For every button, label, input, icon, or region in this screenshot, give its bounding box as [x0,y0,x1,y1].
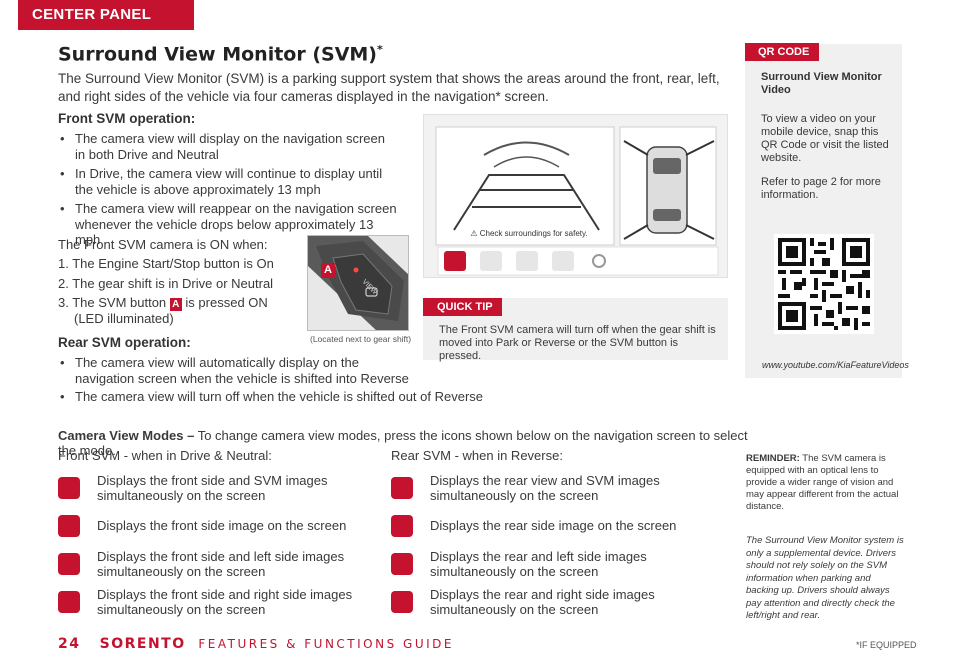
quick-tip-text: The Front SVM camera will turn off when … [439,324,716,362]
step3-led: (LED illuminated) [74,311,174,326]
screen-warning-text: Check surroundings for safety. [479,229,588,238]
list-item: In Drive, the camera view will continue … [58,166,398,197]
front-operation-list: The camera view will display on the navi… [58,131,398,248]
disclaimer: The Surround View Monitor system is only… [746,535,904,621]
quick-tip-label: QUICK TIP [423,298,502,316]
mode-row: Displays the rear and left side images s… [391,545,691,583]
qr-url-link[interactable]: www.youtube.com/KiaFeatureVideos [762,360,909,370]
camera-modes-lead: Camera View Modes – [58,428,195,443]
qr-code-image[interactable] [774,234,874,334]
mode-row: Displays the rear and right side images … [391,583,691,621]
front-on-when: The Front SVM camera is ON when: [58,237,268,252]
camera-modes-intro: Camera View Modes – To change camera vie… [58,428,758,458]
mode-row: Displays the rear view and SVM images si… [391,469,691,507]
rear-operation-list-2: The camera view will turn off when the v… [58,389,558,409]
rear-svm-icon[interactable] [391,477,413,499]
svm-button-illustration: VIEW [308,236,408,330]
list-item: The camera view will reappear on the nav… [58,201,398,248]
front-svm-icon[interactable] [58,477,80,499]
svm-button-image: VIEW [307,235,409,331]
mode-description: Displays the rear side image on the scre… [430,518,677,534]
list-item: The camera view will display on the navi… [58,131,398,162]
title-asterisk: * [377,43,383,56]
step3-text: 3. The SVM button [58,295,167,310]
mode-row: Displays the front side and SVM images s… [58,469,358,507]
if-equipped-note: *IF EQUIPPED [856,640,917,650]
mode-row: Displays the rear side image on the scre… [391,507,691,545]
page-title: Surround View Monitor (SVM)* [58,43,383,65]
list-item: The camera view will automatically displ… [58,355,418,386]
rear-modes-column: Rear SVM - when in Reverse: Displays the… [391,448,691,621]
rear-modes-heading: Rear SVM - when in Reverse: [391,448,563,463]
section-tab: CENTER PANEL [18,0,194,30]
mode-row: Displays the front side image on the scr… [58,507,358,545]
footer-brand: SORENTO [99,636,186,652]
mode-description: Displays the front side and left side im… [97,548,345,580]
qr-label: QR CODE [745,43,819,61]
mode-description: Displays the front side and SVM images s… [97,472,328,504]
front-side-icon[interactable] [58,515,80,537]
step3-suffix: is pressed ON [185,295,268,310]
rear-side-icon[interactable] [391,515,413,537]
camera-modes-text: To change camera view modes, press the i… [58,428,748,458]
qr-title: Surround View Monitor Video [761,71,882,96]
front-modes-heading: Front SVM - when in Drive & Neutral: [58,448,272,463]
front-right-icon[interactable] [58,591,80,613]
mode-description: Displays the rear and right side images … [430,586,655,618]
mode-description: Displays the front side and right side i… [97,586,353,618]
rear-right-icon[interactable] [391,591,413,613]
footer: 24 SORENTO FEATURES & FUNCTIONS GUIDE [58,636,454,652]
rear-operation-heading: Rear SVM operation: [58,335,191,350]
list-item: 3. The SVM button A is pressed ON (LED il… [58,295,308,327]
svm-screen-illustration [435,126,719,276]
svm-screen: ⚠ Check surroundings for safety. [423,114,728,278]
qr-code-graphic [778,238,870,330]
rear-left-icon[interactable] [391,553,413,575]
list-item: 2. The gear shift is in Drive or Neutral [58,275,274,291]
mode-row: Displays the front side and left side im… [58,545,358,583]
reminder-text: The SVM camera is equipped with an optic… [746,453,899,512]
reminder-note: REMINDER: The SVM camera is equipped wit… [746,453,904,513]
front-operation-heading: Front SVM operation: [58,111,196,126]
screen-warning: ⚠ Check surroundings for safety. [470,229,588,238]
mode-description: Displays the rear and left side images s… [430,548,647,580]
list-item: 1. The Engine Start/Stop button is On [58,256,274,271]
front-modes-column: Front SVM - when in Drive & Neutral: Dis… [58,448,358,621]
mode-description: Displays the rear view and SVM images si… [430,472,660,504]
badge-a: A [169,298,182,311]
list-item: The camera view will turn off when the v… [58,389,558,405]
badge-a-image: A [321,263,335,278]
rear-operation-list: The camera view will automatically displ… [58,355,418,386]
title-text: Surround View Monitor (SVM) [58,43,377,66]
qr-text-2: Refer to page 2 for more information. [761,176,881,201]
front-steps: 1. The Engine Start/Stop button is On 2.… [58,256,308,331]
mode-row: Displays the front side and right side i… [58,583,358,621]
intro-paragraph: The Surround View Monitor (SVM) is a par… [58,71,720,104]
mode-description: Displays the front side image on the scr… [97,518,347,534]
reminder-label: REMINDER: [746,453,800,464]
front-left-icon[interactable] [58,553,80,575]
front-operation: Front SVM operation: The camera view wil… [58,111,398,252]
footer-guide: FEATURES & FUNCTIONS GUIDE [198,637,454,651]
page-number: 24 [58,636,81,652]
rear-operation: Rear SVM operation: The camera view will… [58,335,418,390]
qr-text: To view a video on your mobile device, s… [761,113,889,164]
button-image-caption: (Located next to gear shift) [310,334,412,344]
